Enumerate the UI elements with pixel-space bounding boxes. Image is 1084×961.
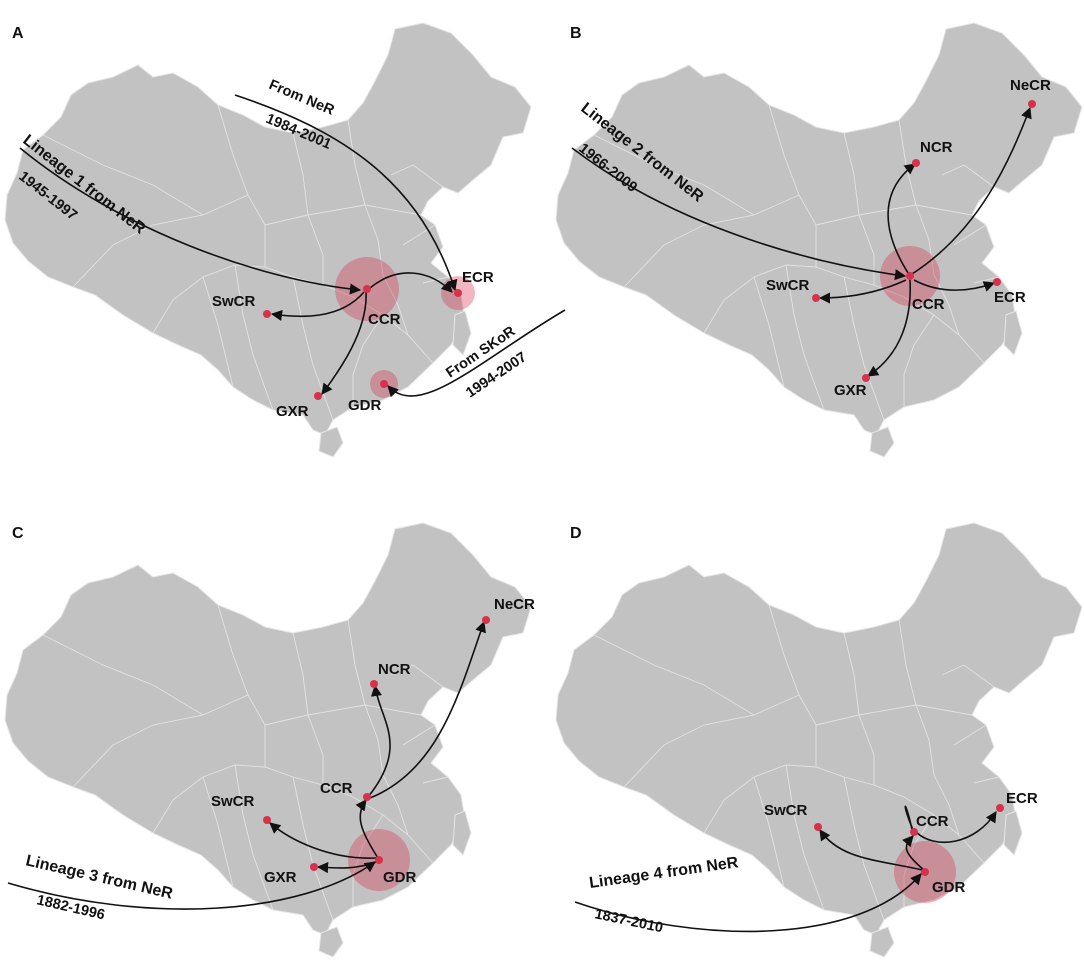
region-label-ecr: ECR [1006,790,1038,807]
region-node-ccr [910,828,918,836]
region-label-gdr: GDR [932,879,966,896]
panel-letter: B [570,25,582,42]
route-years: 1882-1996 [35,892,106,923]
flow-arrow [355,799,379,859]
region-node-ccr [906,272,914,280]
region-node-ecr [996,804,1004,812]
flow-arrow [915,811,997,844]
region-node-ccr [363,793,371,801]
panel-letter: A [12,25,24,42]
region-node-ncr [370,680,378,688]
region-label-ccr: CCR [916,813,949,830]
panel-a: A ECR SwCR CCR GXR GDR From NeR 1984-200… [4,22,566,458]
region-node-gdr [921,868,929,876]
china-map [4,522,532,958]
panel-c: C NeCR NCR CCR SwCR GXR GDR Lineage 3 fr… [4,522,535,958]
region-label-gxr: GXR [276,403,309,420]
region-node-gxr [862,374,870,382]
region-label-ncr: NCR [378,661,411,678]
region-label-necr: NeCR [494,596,535,613]
china-map [555,522,1083,958]
region-node-swcr [263,816,271,824]
flow-arrow [270,291,365,321]
panel-d: D SwCR CCR ECR GDR Lineage 4 from NeR 18… [555,522,1083,958]
region-node-ecr [454,289,462,297]
flow-arrow [911,106,1032,275]
china-map [555,22,1083,458]
region-label-swcr: SwCR [766,277,810,294]
flow-arrow [574,873,922,933]
flow-arrow [269,822,377,859]
region-label-swcr: SwCR [211,793,255,810]
panel-letter: D [570,525,582,542]
region-label-gxr: GXR [264,869,297,886]
flow-arrow [234,94,458,292]
region-label-swcr: SwCR [212,293,256,310]
panel-b: B NeCR NCR SwCR CCR ECR GXR Lineage 2 fr… [555,22,1083,458]
flow-arrow [818,279,907,304]
region-node-necr [482,616,490,624]
flow-arrow [913,279,996,292]
route-label: Lineage 4 from NeR [588,854,740,892]
region-label-swcr: SwCR [764,802,808,819]
flow-arrow [904,805,915,835]
flow-arrow [369,620,486,799]
flow-arrow [316,861,377,874]
region-label-necr: NeCR [1010,77,1051,94]
region-node-gxr [314,392,322,400]
flow-arrow [369,272,453,293]
route-label: From NeR [266,77,337,119]
region-node-gxr [310,863,318,871]
flow-arrow [321,291,367,395]
flow-arrow [867,279,911,377]
region-node-ncr [912,159,920,167]
flow-arrow [902,835,925,871]
flow-arrow [7,861,376,910]
flow-arrow [367,684,391,798]
region-node-gdr [375,856,383,864]
region-label-ecr: ECR [462,269,494,286]
region-node-gdr [380,380,388,388]
region-node-ecr [993,278,1001,286]
region-node-swcr [814,823,822,831]
region-label-gxr: GXR [834,382,867,399]
region-node-swcr [812,294,820,302]
region-node-necr [1028,100,1036,108]
region-label-gdr: GDR [383,869,417,886]
region-label-ncr: NCR [920,139,953,156]
flow-arrow [887,163,916,277]
region-label-ccr: CCR [320,780,353,797]
flow-arrow [387,309,566,398]
region-label-ecr: ECR [994,289,1026,306]
region-label-ccr: CCR [912,296,945,313]
region-node-swcr [263,310,271,318]
flow-arrow [19,147,362,295]
panel-letter: C [12,525,24,542]
region-node-ccr [363,285,371,293]
region-label-ccr: CCR [368,311,401,328]
flow-arrow [571,147,907,281]
region-label-gdr: GDR [348,397,382,414]
route-years: 1837-2010 [593,906,664,936]
flow-arrow [819,829,923,871]
